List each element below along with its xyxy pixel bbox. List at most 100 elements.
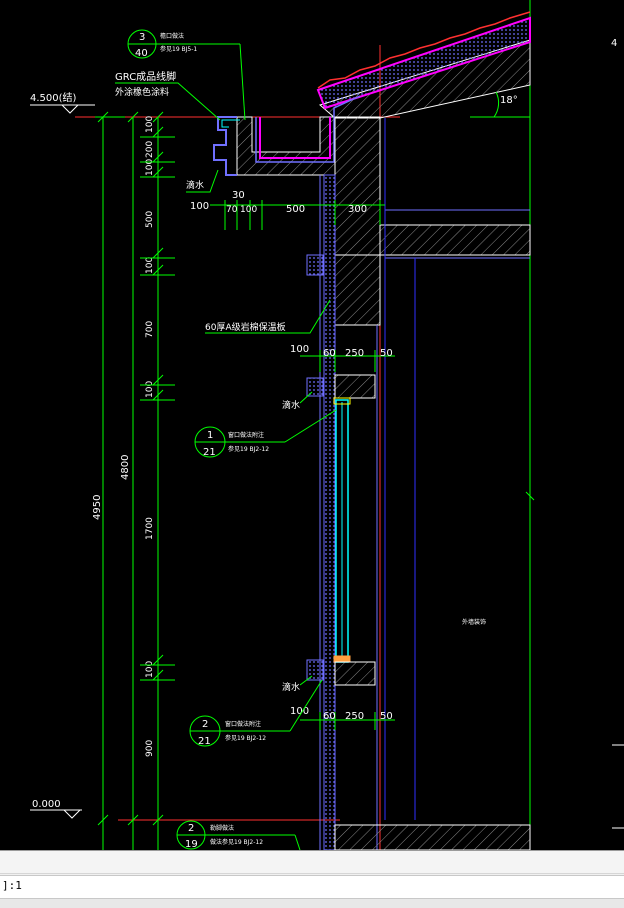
window-top-rail [333, 397, 351, 405]
grc-profile-inner [221, 119, 240, 128]
callout-4-sheet: 19 [185, 839, 198, 850]
callout-2-ref: 参见19 BJ2-12 [228, 445, 269, 453]
drip-leader-low [299, 675, 313, 686]
seg-7: 100 [145, 381, 155, 398]
insulation-leader [205, 299, 331, 334]
callout-1-ref: 参见19 BJ5-1 [160, 45, 197, 53]
interior-label: 外墙装饰 [462, 618, 486, 626]
dim-mid-b: 60 [323, 348, 336, 359]
dim-low-c: 250 [345, 711, 364, 722]
callout-3-sheet: 21 [198, 736, 211, 747]
roof-tiles [316, 16, 531, 110]
dimension-mid-horizontal [300, 350, 395, 372]
grc-label-1: GRC成品线脚 [115, 70, 176, 83]
drip-block-1 [306, 254, 324, 276]
seg-3: 100 [145, 159, 155, 176]
dim-mid-d: 50 [380, 348, 393, 359]
dimension-overall-text: 4950 [92, 495, 103, 520]
cornice-flashing-2 [255, 95, 361, 163]
callout-1-title: 檐口做法 [160, 32, 184, 40]
dimension-total-text: 4800 [120, 455, 131, 480]
drip-leader-top [186, 169, 219, 193]
callout-1-21[interactable]: 1 21 窗口做法附注 参见19 BJ2-12 [194, 409, 337, 458]
command-prompt: ]:1 [2, 879, 22, 892]
elevation-top-text: 4.500(结) [30, 91, 77, 104]
callout-2-19[interactable]: 2 19 勒脚做法 做法参见19 BJ2-12 [176, 820, 301, 850]
dim-top-b: 100 [190, 201, 209, 212]
dim-top-c: 70 [226, 205, 238, 215]
frame-break-mark [525, 491, 535, 501]
callout-2-sheet: 21 [203, 447, 216, 458]
drip-label-top: 滴水 [186, 179, 204, 191]
roof-angle-text: 18° [500, 95, 518, 106]
callout-2-num: 1 [207, 430, 213, 441]
callout-3-40[interactable]: 3 40 檐口做法 参见19 BJ5-1 [127, 29, 246, 121]
dim-low-a: 100 [290, 706, 309, 717]
insulation-label: 60厚A级岩棉保温板 [205, 321, 286, 333]
seg-9: 100 [145, 661, 155, 678]
dim-top-a: 30 [232, 190, 245, 201]
dimension-overall [95, 111, 125, 850]
callout-2-title: 窗口做法附注 [228, 431, 264, 439]
floor-slab [379, 224, 531, 256]
margin-mark-text: 4 [611, 38, 617, 49]
seg-1: 100 [145, 116, 155, 133]
dim-mid-c: 250 [345, 348, 364, 359]
command-bar-footer [0, 899, 624, 908]
level-extension-lines [140, 136, 175, 681]
callout-4-title: 勒脚做法 [210, 824, 234, 832]
dim-top-d: 100 [240, 205, 257, 215]
dimension-low-horizontal [300, 712, 395, 730]
elevation-bottom-text: 0.000 [32, 799, 61, 810]
callout-4-ref: 做法参见19 BJ2-12 [210, 838, 263, 846]
command-input[interactable] [40, 878, 614, 896]
cornice-hatch [236, 116, 336, 176]
dim-top-f: 300 [348, 204, 367, 215]
drip-label-mid: 滴水 [282, 399, 300, 411]
command-line[interactable]: ]:1 [0, 875, 624, 899]
insulation-layer [323, 174, 336, 850]
callout-2-21[interactable]: 2 21 窗口做法附注 参见19 BJ2-12 [189, 679, 323, 747]
seg-5: 100 [145, 257, 155, 274]
drawing-canvas[interactable]: 4 4.500(结) 0.000 4950 4800 [0, 0, 624, 850]
callout-1-sheet: 40 [135, 48, 148, 59]
ground-slab [334, 824, 531, 850]
dim-low-d: 50 [380, 711, 393, 722]
grc-profile [213, 116, 237, 176]
window-bottom-rail [333, 655, 351, 663]
seg-4: 500 [145, 211, 155, 228]
roof-tile-edges [317, 11, 531, 89]
grc-label-2: 外涂橡色涂料 [115, 86, 169, 98]
drip-block-2 [306, 377, 324, 397]
seg-2: 200 [145, 141, 155, 158]
callout-3-num: 2 [202, 719, 208, 730]
callout-1-num: 3 [139, 32, 145, 43]
window-sill [334, 661, 376, 686]
seg-8: 1700 [145, 517, 155, 540]
dim-mid-a: 100 [290, 344, 309, 355]
drip-label-low: 滴水 [282, 681, 300, 693]
cad-drawing: 4 4.500(结) 0.000 4950 4800 [30, 0, 624, 850]
dim-low-b: 60 [323, 711, 336, 722]
seg-10: 900 [145, 740, 155, 757]
drip-block-3 [306, 659, 324, 681]
window-head [334, 374, 376, 399]
command-history [0, 851, 624, 874]
command-bar: ]:1 [0, 850, 624, 908]
wall-concrete-lower-beam [334, 254, 381, 326]
roof-angle-arc [493, 91, 500, 118]
callout-3-ref: 参见19 BJ2-12 [225, 734, 266, 742]
callout-4-num: 2 [188, 823, 194, 834]
seg-6: 700 [145, 321, 155, 338]
dim-top-e: 500 [286, 204, 305, 215]
wall-concrete-upper [334, 116, 381, 256]
elevation-marker-top: 4.500(结) [30, 91, 95, 114]
drip-leader-mid [299, 391, 313, 404]
callout-3-title: 窗口做法附注 [225, 720, 261, 728]
cornice-flashing [259, 117, 331, 159]
grc-leader [115, 82, 221, 121]
dimension-total [127, 111, 139, 850]
dimension-top-horizontal [210, 200, 385, 230]
dimension-segments [152, 111, 164, 850]
elevation-marker-bottom: 0.000 [30, 799, 82, 819]
